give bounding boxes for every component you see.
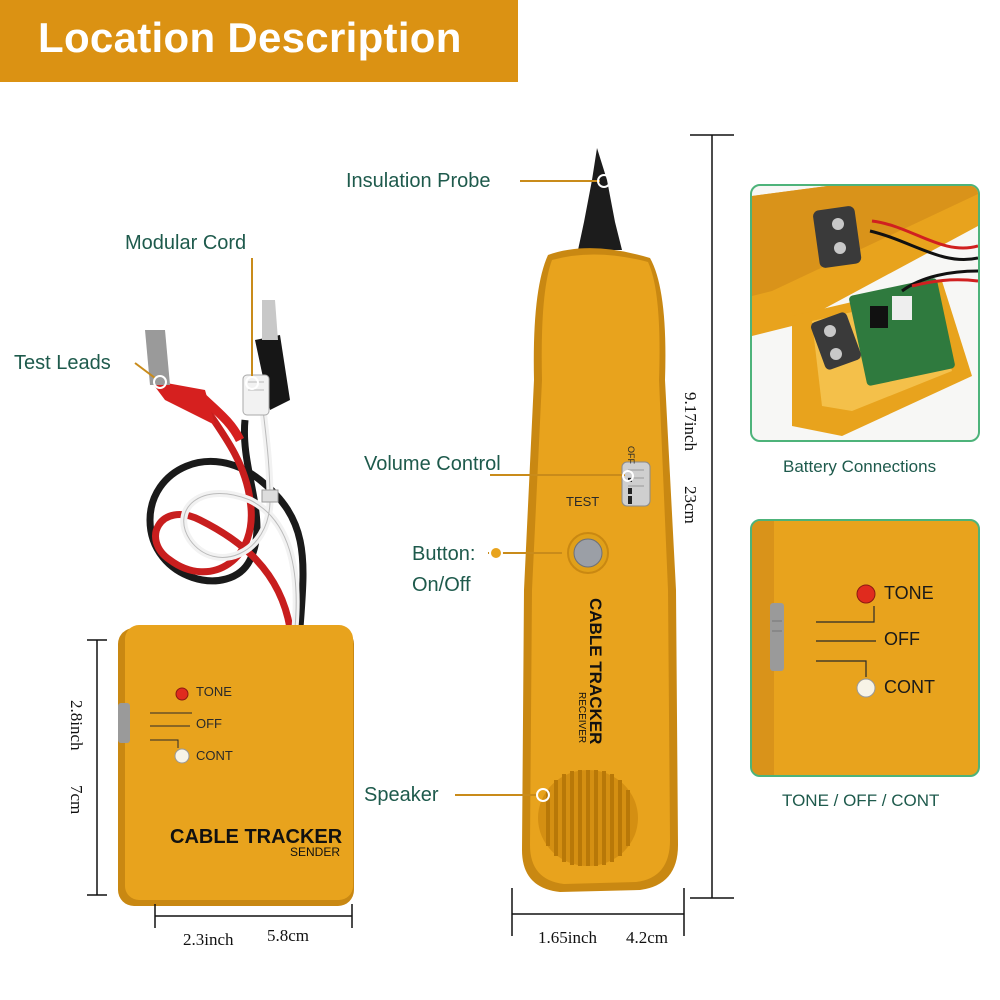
leader-lines: [134, 174, 634, 802]
sender-height-inch: 2.8inch: [67, 700, 86, 751]
test-leads-cables: [146, 398, 307, 629]
sender-width-cm: 5.8cm: [267, 926, 310, 945]
sender-device: [118, 625, 354, 906]
callout-button-line1: Button:: [412, 543, 476, 565]
receiver-device: [522, 148, 678, 892]
callout-test-leads: Test Leads: [14, 352, 111, 374]
switch-label-cont: CONT: [884, 677, 935, 697]
battery-compartment-image: [752, 186, 978, 436]
callout-speaker: Speaker: [364, 784, 439, 806]
switch-label-tone: TONE: [884, 583, 934, 603]
switch-detail-image: [752, 521, 876, 775]
callout-modular-cord: Modular Cord: [125, 232, 247, 254]
sender-label-cont: CONT: [196, 748, 233, 763]
switch-label-off: OFF: [884, 629, 920, 649]
switch-caption: TONE / OFF / CONT: [782, 791, 940, 810]
receiver-height-cm: 23cm: [681, 486, 700, 524]
callout-button-line2: On/Off: [412, 574, 471, 596]
callout-insulation-probe: Insulation Probe: [346, 170, 491, 192]
switch-detail-panel: TONE OFF CONT: [750, 519, 980, 777]
sender-subtitle: SENDER: [290, 845, 341, 859]
page-title: Location Description: [38, 14, 462, 61]
sender-width-inch: 2.3inch: [183, 930, 234, 949]
sender-brand: CABLE TRACKER: [170, 826, 343, 848]
battery-connections-caption: Battery Connections: [783, 457, 937, 476]
callout-volume-control: Volume Control: [364, 453, 501, 475]
receiver-off-label: OFF: [626, 446, 636, 464]
battery-connections-panel: [750, 184, 980, 442]
sender-height-cm: 7cm: [67, 785, 86, 815]
receiver-width-inch: 1.65inch: [538, 928, 598, 947]
receiver-width-cm: 4.2cm: [626, 928, 669, 947]
receiver-height-inch: 9.17inch: [681, 392, 700, 452]
receiver-subtitle: RECEIVER: [576, 692, 587, 744]
modular-plug: [242, 374, 270, 416]
dimension-lines: [87, 134, 734, 936]
receiver-brand: CABLE TRACKER: [586, 598, 605, 745]
sender-label-tone: TONE: [196, 684, 232, 699]
red-alligator-clip: [145, 330, 245, 443]
sender-label-off: OFF: [196, 716, 222, 731]
title-banner: Location Description: [0, 0, 518, 82]
black-alligator-clip: [255, 300, 290, 410]
receiver-test-label: TEST: [566, 494, 600, 509]
